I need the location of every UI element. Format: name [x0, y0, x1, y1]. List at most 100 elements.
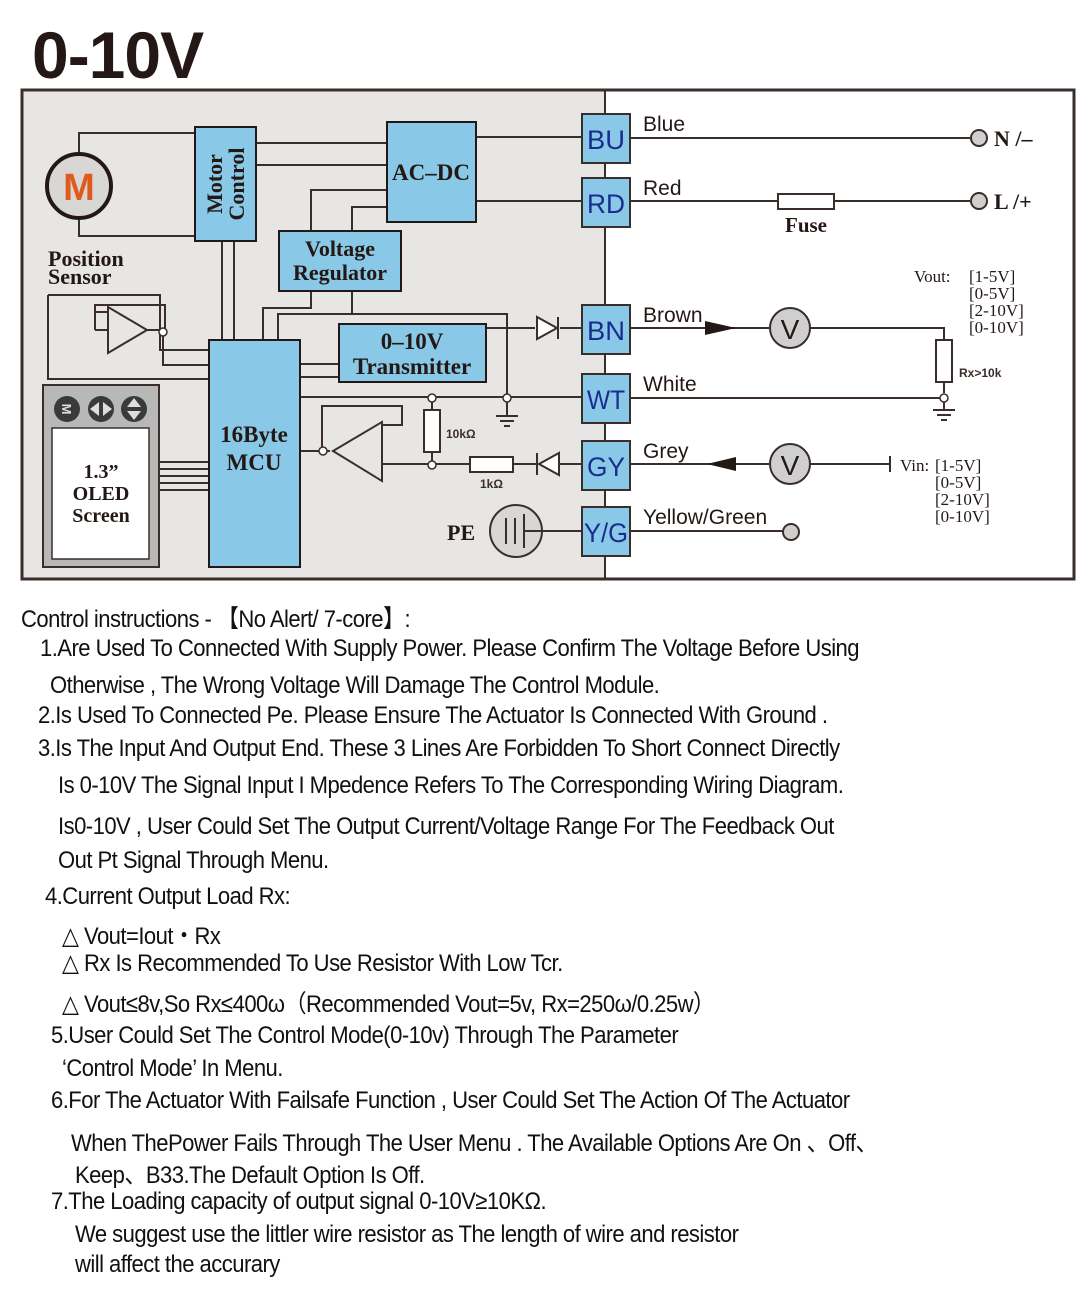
range-option: [2-10V]	[969, 301, 1024, 320]
up-down-button-icon	[121, 396, 147, 422]
oled-label-1: 1.3”	[84, 461, 119, 483]
oled-label-2: OLED	[73, 483, 130, 505]
resistor-1k-label: 1kΩ	[480, 477, 503, 491]
fuse-icon	[777, 193, 835, 210]
instruction-line: Keep、B33.The Default Option Is Off.	[75, 1162, 425, 1189]
instruction-line: 1.Are Used To Connected With Supply Powe…	[40, 635, 860, 662]
input-arrow-icon	[707, 457, 736, 471]
wire-color-label: Brown	[643, 304, 703, 327]
transmitter-label-1: 0–10V	[381, 329, 444, 354]
instruction-line: Out Pt Signal Through Menu.	[58, 847, 329, 874]
instruction-line: Is 0-10V The Signal Input I Mpedence Ref…	[58, 772, 844, 799]
resistor-10k-icon	[423, 409, 441, 453]
vin-ranges: Vin:[1-5V][0-5V][2-10V][0-10V]	[900, 456, 990, 526]
voltmeter-input-icon: V	[769, 443, 811, 485]
internal-wiring	[47, 91, 606, 578]
instruction-line: △ Vout=Iout・Rx	[62, 923, 221, 950]
load-resistor-label: Rx>10k	[959, 366, 1002, 380]
voltage-regulator-block: Voltage Regulator	[278, 230, 402, 292]
oled-label-3: Screen	[72, 505, 129, 527]
svg-text:V: V	[781, 314, 800, 345]
vout-label: Vout:	[914, 267, 951, 286]
position-sensor-label-2: Sensor	[48, 264, 112, 289]
wiring-diagram: M Motor Control AC–DC Voltage Regulator …	[20, 88, 1076, 581]
instruction-line: 5.User Could Set The Control Mode(0-10v)…	[51, 1022, 679, 1049]
resistor-1k-icon	[469, 456, 514, 473]
resistor-10k-label: 10kΩ	[446, 427, 476, 441]
motor-label: M	[63, 167, 95, 209]
instruction-line: When ThePower Fails Through The User Men…	[71, 1130, 878, 1157]
position-sensor-label-1: Position	[48, 246, 124, 271]
instruction-line: 2.Is Used To Connected Pe. Please Ensure…	[38, 702, 828, 729]
supply-l-label: L /+	[994, 189, 1032, 214]
motor-control-label-2: Control	[224, 148, 249, 221]
diode-gy-icon	[536, 451, 560, 477]
instructions-heading: Control instructions - 【No Alert/ 7-core…	[21, 606, 411, 633]
diode-bn-icon	[536, 315, 560, 341]
instruction-line: 4.Current Output Load Rx:	[45, 883, 291, 910]
range-option: [0-5V]	[935, 473, 981, 492]
terminal-gy: GY Grey	[581, 440, 689, 491]
range-option: [0-10V]	[935, 507, 990, 526]
wire-color-label: Grey	[643, 440, 689, 463]
instruction-line: will affect the accurary	[75, 1251, 280, 1278]
op-amp-icon	[331, 420, 383, 483]
terminal-code: Y/G	[584, 518, 628, 548]
wire-color-label: Red	[643, 177, 682, 200]
instruction-line: △ Vout≤8v,So Rx≤400ω（Recommended Vout=5v…	[62, 991, 715, 1018]
ac-dc-block: AC–DC	[386, 121, 477, 223]
terminal-n-icon	[970, 129, 988, 147]
position-sensor-buffer-icon	[107, 305, 149, 355]
transmitter-label-2: Transmitter	[353, 354, 471, 379]
external-wiring	[630, 137, 970, 532]
range-option: [1-5V]	[969, 267, 1015, 286]
motor-control-label-1: Motor	[202, 154, 227, 214]
instruction-line: 7.The Loading capacity of output signal …	[51, 1188, 547, 1215]
vin-label: Vin:	[900, 456, 929, 475]
load-resistor-icon	[935, 339, 953, 383]
instruction-line: 3.Is The Input And Output End. These 3 L…	[38, 735, 840, 762]
mcu-block: 16Byte MCU	[208, 339, 301, 568]
pe-label: PE	[447, 520, 475, 545]
instruction-line: ‘Control Mode’ In Menu.	[62, 1055, 283, 1082]
terminal-code: BU	[587, 125, 625, 155]
range-option: [0-5V]	[969, 284, 1015, 303]
terminal-code: WT	[587, 385, 625, 415]
vout-ranges: Vout: [1-5V][0-5V][2-10V][0-10V]	[914, 267, 1024, 337]
terminal-code: RD	[587, 189, 625, 219]
menu-button-icon	[54, 396, 80, 422]
pe-ground-icon	[489, 504, 543, 558]
page-title: 0-10V	[32, 18, 204, 92]
instruction-line: Otherwise , The Wrong Voltage Will Damag…	[50, 672, 660, 699]
ac-dc-label: AC–DC	[392, 160, 470, 185]
mcu-label-1: 16Byte	[220, 422, 288, 447]
motor-control-block: Motor Control	[194, 126, 257, 242]
instruction-line: 6.For The Actuator With Failsafe Functio…	[51, 1087, 850, 1114]
instruction-line: We suggest use the littler wire resistor…	[75, 1221, 739, 1248]
supply-n-label: N /–	[994, 126, 1034, 151]
terminal-bn: BN Brown	[581, 304, 703, 355]
terminal-code: BN	[587, 316, 625, 346]
terminal-code: GY	[587, 452, 625, 482]
terminal-wt: WT White	[581, 373, 697, 424]
svg-text:V: V	[781, 450, 800, 481]
output-arrow-icon	[705, 321, 736, 335]
svg-text:M: M	[59, 404, 74, 415]
terminal-blocks: BUBlueRDRedBNBrownWTWhiteGYGreyY/GYellow…	[581, 113, 767, 557]
earth-terminal-icon	[782, 523, 800, 541]
motor-symbol: M	[45, 152, 113, 220]
terminal-l-icon	[970, 192, 988, 210]
range-option: [0-10V]	[969, 318, 1024, 337]
transmitter-block: 0–10V Transmitter	[338, 323, 487, 383]
instruction-line: △ Rx Is Recommended To Use Resistor With…	[62, 950, 563, 977]
instruction-line: Is0-10V , User Could Set The Output Curr…	[58, 813, 834, 840]
mcu-label-2: MCU	[227, 450, 282, 475]
wire-color-label: White	[643, 373, 697, 396]
voltage-regulator-label-1: Voltage	[305, 236, 375, 261]
fuse-label: Fuse	[785, 213, 827, 237]
range-option: [1-5V]	[935, 456, 981, 475]
voltmeter-output-icon: V	[769, 307, 811, 349]
terminal-rd: RD Red	[581, 177, 682, 228]
voltage-regulator-label-2: Regulator	[293, 260, 387, 285]
